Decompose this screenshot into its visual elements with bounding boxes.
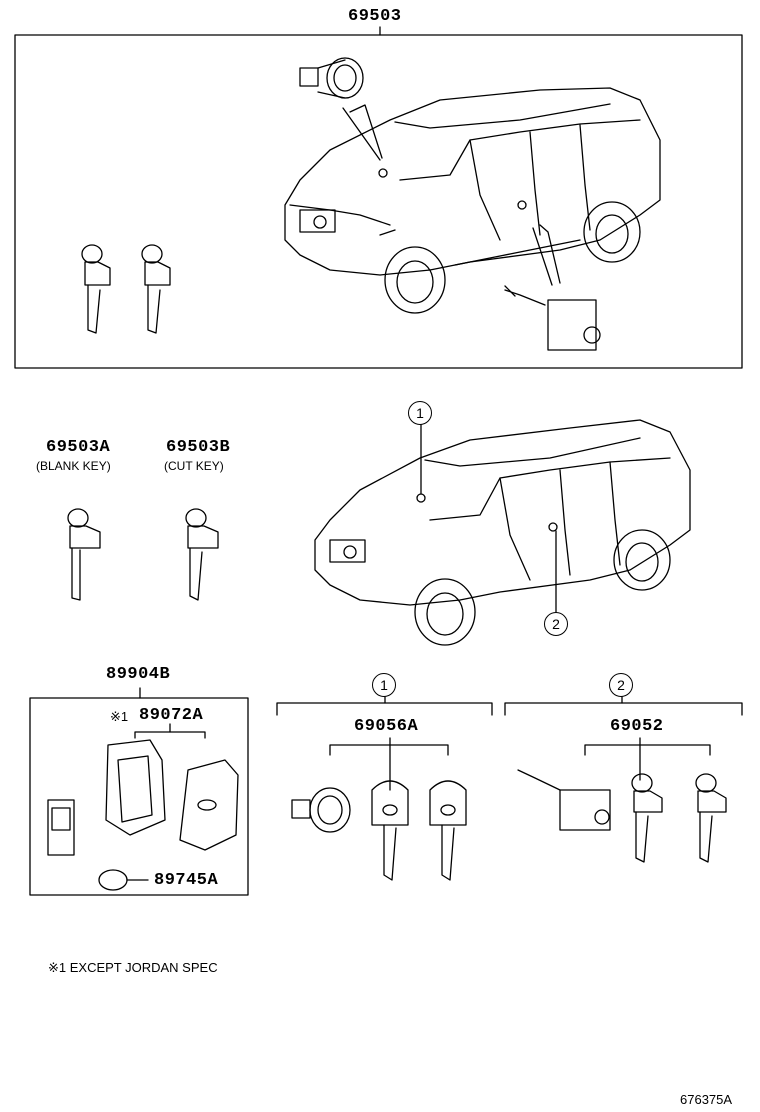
label-69056a: 69056A	[354, 717, 419, 736]
callout-2-set: 2	[609, 673, 633, 697]
label-69503: 69503	[348, 7, 402, 26]
callout-1-set: 1	[372, 673, 396, 697]
key-set2-a	[631, 773, 663, 863]
master-key-2	[429, 780, 467, 881]
label-69503a: 69503A	[46, 438, 111, 457]
label-cut-key: (CUT KEY)	[164, 459, 224, 473]
smart-key-cover-illustration	[179, 759, 239, 851]
label-89904b: 89904B	[106, 665, 171, 684]
assembly-frame-69503	[14, 34, 743, 369]
label-69052: 69052	[610, 717, 664, 736]
label-blank-key: (BLANK KEY)	[36, 459, 111, 473]
key-insert-illustration	[47, 799, 75, 856]
callout-1-top: 1	[408, 401, 432, 425]
label-89072a: 89072A	[139, 706, 204, 725]
label-mark-1: ※1	[110, 709, 129, 724]
label-69503b: 69503B	[166, 438, 231, 457]
suv-illustration-top	[284, 87, 661, 314]
drawing-id: 676375A	[680, 1092, 733, 1107]
suv-illustration-middle	[314, 419, 691, 646]
master-key-1	[371, 780, 409, 881]
ignition-cylinder-top	[299, 57, 364, 99]
blank-key-illustration	[67, 508, 101, 601]
cut-key-illustration	[185, 508, 219, 601]
smart-key-frame	[29, 697, 249, 896]
callout-2-top: 2	[544, 612, 568, 636]
keys-top	[81, 244, 171, 334]
key-set2-b	[695, 773, 727, 863]
door-lock-cylinder-top	[504, 285, 601, 351]
key-case-illustration	[105, 739, 166, 836]
door-lock-cylinder-set2	[517, 769, 611, 831]
label-89745a: 89745A	[154, 871, 219, 890]
footnote: ※1 EXCEPT JORDAN SPEC	[48, 960, 218, 975]
battery-illustration	[98, 869, 128, 891]
ignition-cylinder-set1	[291, 787, 351, 833]
